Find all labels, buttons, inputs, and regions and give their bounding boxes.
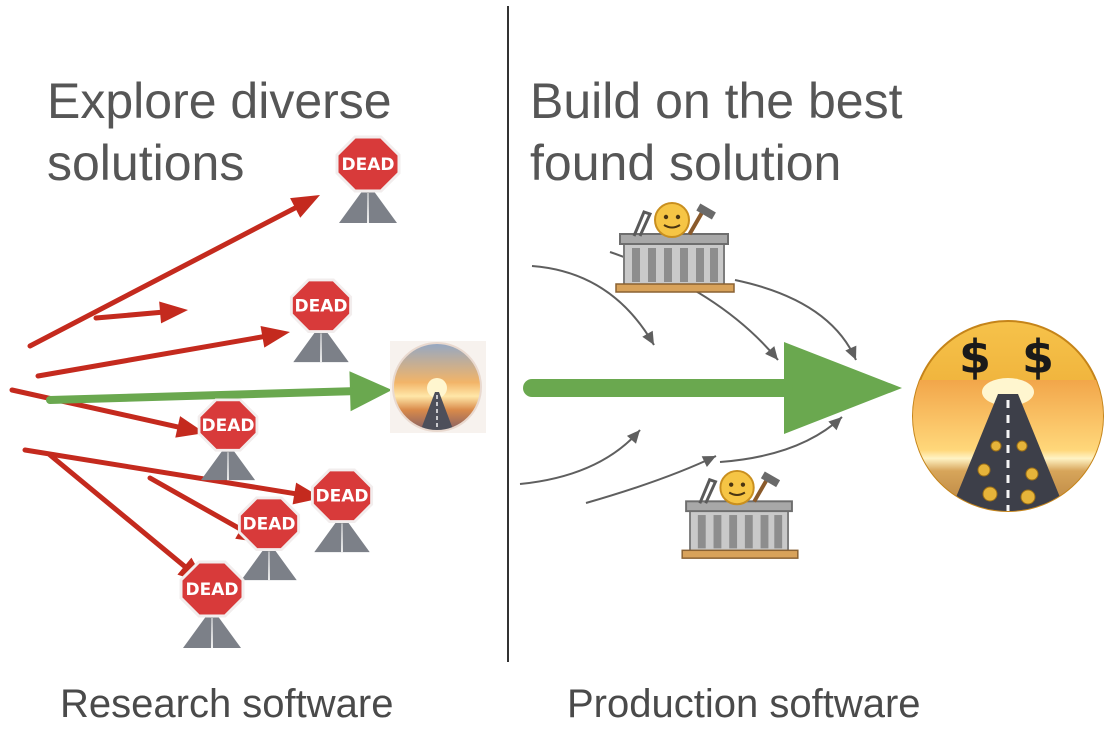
curved-arrow [734, 279, 857, 361]
arrow-shaft [27, 205, 298, 349]
curved-arrow [719, 416, 843, 463]
arrow-shaft [22, 447, 297, 497]
curved-arrow [519, 429, 641, 485]
arrowhead [175, 416, 205, 438]
arrow-shaft [47, 452, 187, 569]
construction-building-icon [614, 201, 736, 294]
arrow [9, 387, 205, 438]
arrowhead [260, 325, 290, 348]
red-arrows-group [9, 195, 322, 584]
dead-signs-group: DEAD DEAD DEAD DEAD DEAD DEAD [179, 135, 401, 650]
arrowhead [642, 330, 654, 345]
curved-arrow [531, 265, 655, 346]
construction-building-icon [680, 469, 800, 560]
curved-arrow [585, 455, 717, 504]
dead-sign-label: DEAD [186, 580, 239, 600]
arrow-shaft [93, 309, 163, 321]
dead-end-sign-icon: DEAD [237, 496, 301, 582]
arrow-shaft [734, 279, 857, 361]
arrow-shaft [719, 416, 843, 463]
arrowhead [349, 371, 392, 412]
left-heading: Explore diverse solutions [47, 73, 392, 191]
left-caption: Research software [60, 682, 394, 726]
dead-end-sign-icon: DEAD [289, 278, 353, 364]
arrowhead [159, 301, 188, 324]
arrow-shaft [585, 455, 717, 504]
dead-end-sign-icon: DEAD [179, 560, 245, 650]
arrow-shaft [35, 334, 265, 379]
money-face-icon: $ $ [912, 320, 1104, 512]
dead-sign-label: DEAD [202, 416, 255, 436]
arrowhead [784, 342, 902, 434]
arrow [35, 325, 290, 379]
arrowhead [765, 346, 778, 360]
dead-end-sign-icon: DEAD [197, 398, 259, 482]
dead-sign-label: DEAD [295, 297, 348, 317]
green-arrows-group [46, 342, 902, 434]
arrowhead [845, 345, 857, 360]
arrow [523, 342, 902, 434]
dead-end-sign-icon: DEAD [310, 468, 374, 554]
right-caption: Production software [567, 682, 921, 726]
arrowhead [701, 456, 716, 468]
arrow [27, 195, 320, 349]
dead-sign-label: DEAD [316, 487, 369, 507]
dead-sign-label: DEAD [243, 515, 296, 535]
arrow-shaft [147, 475, 244, 532]
arrow-shaft [46, 387, 355, 404]
right-heading: Build on the best found solution [530, 73, 903, 191]
arrowhead [290, 195, 320, 218]
dead-sign-label: DEAD [342, 155, 395, 175]
arrow [93, 301, 188, 324]
arrow-shaft [9, 387, 181, 430]
arrowhead [828, 417, 842, 431]
dollar-eye-right: $ [1022, 330, 1054, 384]
sunrise-road-icon [390, 341, 486, 433]
dead-end-sign-icon: DEAD [335, 135, 401, 225]
arrow-shaft [519, 429, 641, 485]
arrow-shaft [531, 265, 655, 346]
arrow [22, 447, 322, 505]
arrowhead [626, 430, 640, 444]
dollar-eye-left: $ [959, 330, 991, 384]
arrow [46, 371, 392, 412]
